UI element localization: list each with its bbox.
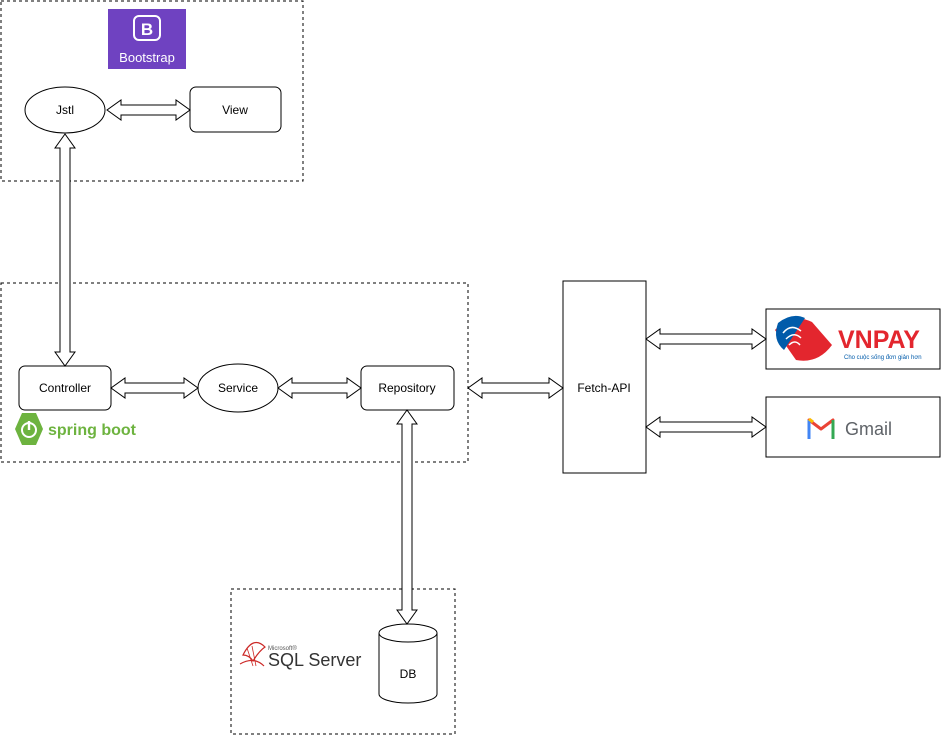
backend-group bbox=[0, 282, 469, 463]
bootstrap-glyph: B bbox=[141, 20, 153, 39]
arrow-jstl-controller bbox=[54, 133, 76, 367]
arrow-fetchapi-gmail bbox=[645, 416, 767, 438]
jstl-label: Jstl bbox=[56, 103, 74, 117]
sql-server-logo-text: SQL Server bbox=[268, 650, 361, 670]
spring-boot-logo-text: spring boot bbox=[48, 422, 137, 439]
spring-boot-logo: spring boot bbox=[15, 413, 137, 445]
vnpay-logo: VNPAY Cho cuộc sống đơn giản hơn bbox=[775, 315, 922, 361]
frontend-group bbox=[0, 0, 304, 182]
service-label: Service bbox=[218, 381, 258, 395]
arrow-controller-service bbox=[110, 377, 199, 399]
bootstrap-logo: B Bootstrap bbox=[108, 9, 186, 69]
view-label: View bbox=[222, 103, 248, 117]
controller-label: Controller bbox=[39, 381, 91, 395]
repository-label: Repository bbox=[378, 381, 435, 395]
db-label: DB bbox=[400, 667, 417, 681]
gmail-service[interactable]: Gmail bbox=[765, 396, 941, 458]
db-node[interactable] bbox=[378, 623, 438, 704]
sql-server-small: Microsoft® bbox=[268, 645, 297, 652]
bootstrap-logo-text: Bootstrap bbox=[119, 50, 175, 65]
gmail-icon bbox=[807, 417, 835, 439]
database-group bbox=[230, 588, 456, 735]
arrow-fetchapi-vnpay bbox=[645, 328, 767, 350]
vnpay-tagline: Cho cuộc sống đơn giản hơn bbox=[844, 355, 922, 361]
arrow-repository-db bbox=[396, 409, 418, 625]
vnpay-service[interactable]: VNPAY Cho cuộc sống đơn giản hơn bbox=[765, 308, 941, 370]
gmail-logo-text: Gmail bbox=[845, 419, 892, 439]
arrow-backend-fetchapi bbox=[467, 377, 564, 399]
arrow-jstl-view bbox=[106, 99, 191, 121]
sql-server-logo: Microsoft® SQL Server bbox=[239, 641, 361, 670]
fetch-api-node[interactable] bbox=[562, 280, 647, 474]
connections bbox=[54, 99, 767, 625]
fetch-api-label: Fetch-API bbox=[577, 381, 630, 395]
arrow-service-repository bbox=[277, 377, 362, 399]
vnpay-logo-text: VNPAY bbox=[838, 326, 920, 354]
jstl-node[interactable] bbox=[24, 86, 106, 134]
